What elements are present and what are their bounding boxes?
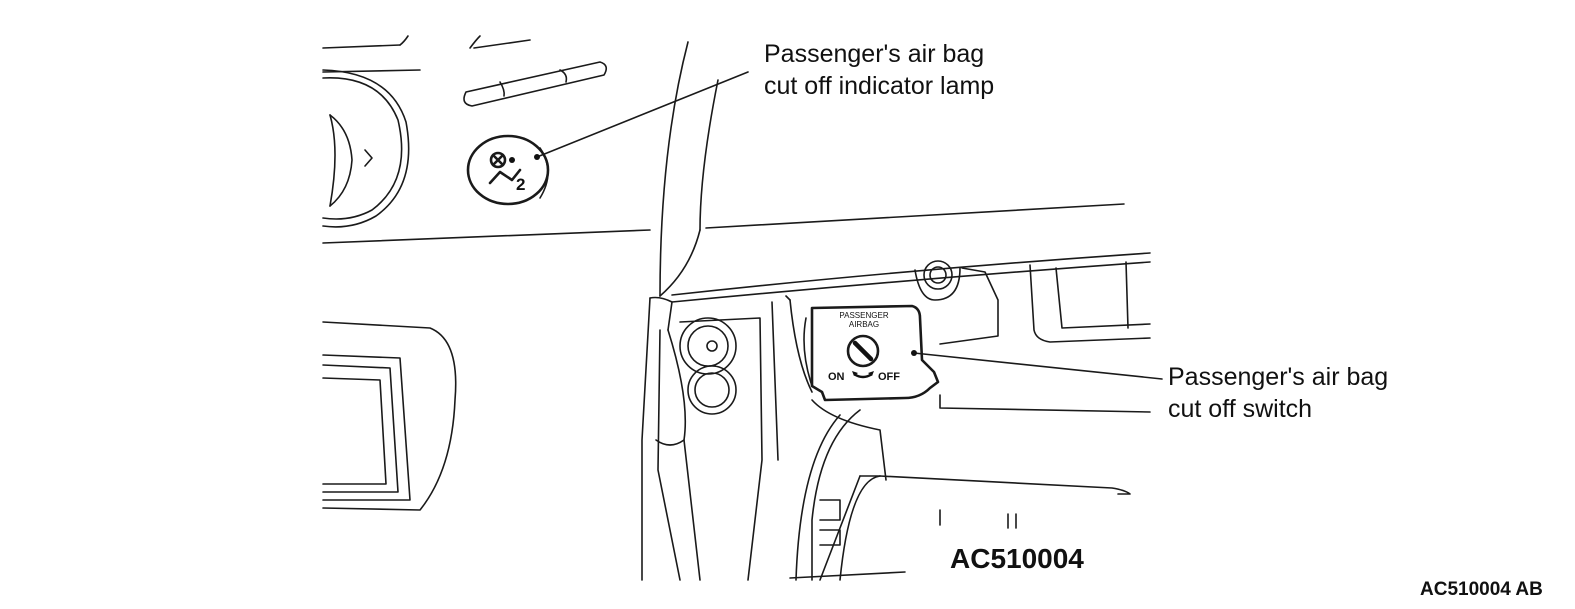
round-knobs: [679, 301, 779, 581]
key-slot-knob[interactable]: [846, 334, 880, 368]
cutoff-switch-callout-line1: Passenger's air bag: [1168, 363, 1389, 391]
airbag-off-icon: [488, 151, 522, 185]
cutoff-switch-callout-line2: cut off switch: [1168, 395, 1313, 423]
rotation-arrow-icon: [853, 372, 873, 379]
figure-code-corner: AC510004 AB: [1420, 579, 1543, 600]
figure-code: AC510004: [950, 543, 1084, 574]
glove-box: [789, 475, 1131, 581]
switch-title-line1: PASSENGER: [839, 311, 888, 320]
right-lower-dash: [785, 260, 1151, 581]
cutoff-switch-callout: Passenger's air bag cut off switch: [1168, 361, 1388, 425]
lamp-leader-line: [536, 71, 749, 158]
air-vent-slot: [463, 61, 608, 107]
switch-leader-line: [913, 352, 1163, 380]
indicator-lamp: 2: [466, 134, 550, 206]
switch-off-label: OFF: [878, 371, 900, 383]
indicator-lamp-callout-line1: Passenger's air bag: [764, 40, 985, 68]
lamp-leader-dot: [534, 154, 540, 160]
indicator-lamp-callout-line2: cut off indicator lamp: [764, 72, 995, 100]
left-gauge: [322, 69, 410, 228]
cutoff-switch-panel: PASSENGER AIRBAG ON OFF: [803, 304, 940, 402]
indicator-lamp-callout: Passenger's air bag cut off indicator la…: [764, 38, 994, 102]
switch-leader-dot: [911, 350, 917, 356]
switch-title-line2: AIRBAG: [849, 320, 879, 329]
switch-on-label: ON: [828, 371, 845, 383]
lamp-number: 2: [516, 175, 525, 194]
center-pillar: [641, 41, 719, 581]
left-display-panel: [322, 321, 457, 511]
